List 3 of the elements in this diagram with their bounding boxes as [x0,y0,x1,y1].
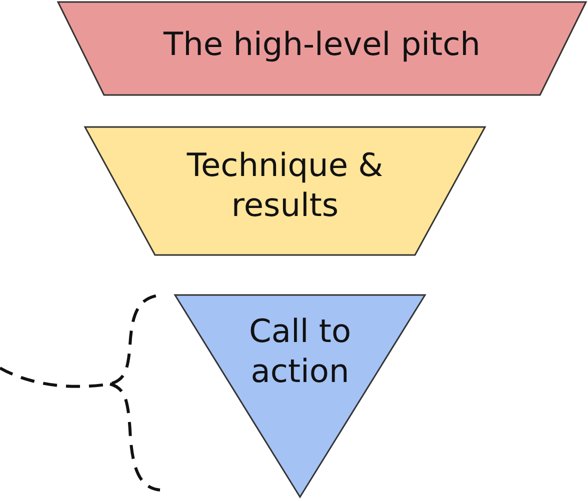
node-label: Call to action [248,311,352,391]
node-label: The high-level pitch [162,24,482,64]
node-label: Technique & results [186,145,384,225]
